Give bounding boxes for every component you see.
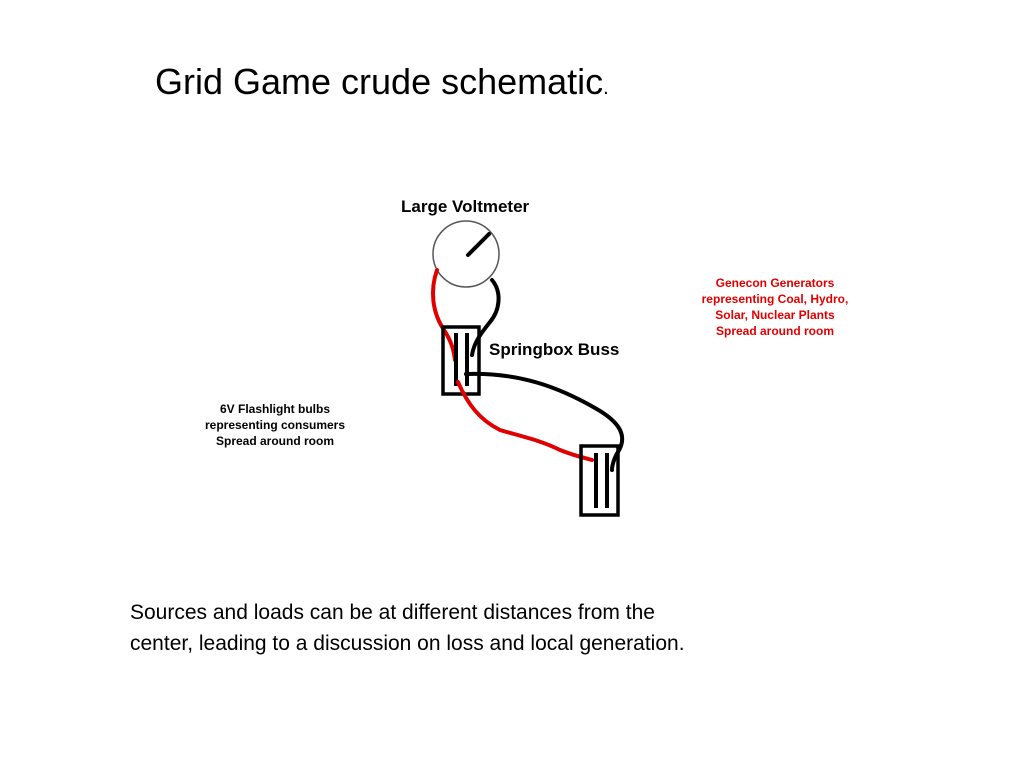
voltmeter-label: Large Voltmeter [401, 197, 530, 216]
remote-springbox [579, 444, 620, 517]
slide-title: Grid Game crude schematic. [155, 60, 609, 110]
generators-note-line: Spread around room [715, 324, 834, 338]
bulbs-note-line: 6V Flashlight bulbs [219, 402, 330, 416]
caption-line: Sources and loads can be at different di… [130, 601, 655, 624]
red-wire-buss-to-remote [456, 380, 594, 462]
springbox-label: Springbox Buss [489, 340, 620, 359]
voltmeter-needle [466, 232, 491, 257]
generators-note-line: Solar, Nuclear Plants [715, 308, 835, 322]
generators-note-line: Genecon Generators [715, 276, 835, 290]
title-text: Grid Game crude schematic [155, 61, 604, 102]
generators-note: Genecon Generators representing Coal, Hy… [680, 275, 870, 339]
bulbs-note-line: representing consumers [204, 418, 346, 432]
bulbs-note-line: Spread around room [215, 434, 334, 448]
title-period: . [603, 77, 609, 99]
voltmeter-dial [432, 220, 500, 288]
springbox-buss [441, 325, 481, 396]
bulbs-note: 6V Flashlight bulbs representing consume… [180, 401, 370, 449]
generators-note-line: representing Coal, Hydro, [701, 292, 849, 306]
caption: Sources and loads can be at different di… [130, 597, 850, 659]
black-wire-buss-to-remote [464, 371, 625, 472]
caption-line: center, leading to a discussion on loss … [130, 632, 685, 655]
black-wire-meter-to-buss [470, 278, 501, 357]
